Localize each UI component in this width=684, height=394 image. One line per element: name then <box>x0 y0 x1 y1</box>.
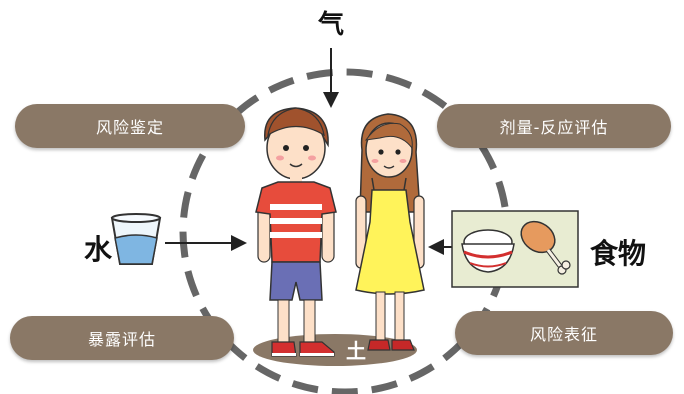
food-box-icon <box>451 210 579 288</box>
hazard-identification-label: 风险鉴定 <box>95 118 164 137</box>
food-label: 食物 <box>590 237 647 270</box>
risk-characterization-pill: 风险表征 <box>455 311 673 355</box>
girl-figure <box>355 113 425 351</box>
dose-response-pill: 剂量-反应评估 <box>437 104 671 148</box>
risk-characterization-label: 风险表征 <box>529 325 598 344</box>
water-label: 水 <box>84 233 113 266</box>
soil-label: 土 <box>346 339 366 363</box>
boy-figure <box>255 107 337 357</box>
hazard-identification-pill: 风险鉴定 <box>15 104 245 148</box>
exposure-assessment-label: 暴露评估 <box>87 330 156 349</box>
water-glass-icon <box>110 213 162 265</box>
dose-response-label: 剂量-反应评估 <box>499 118 609 137</box>
exposure-assessment-pill: 暴露评估 <box>10 316 234 360</box>
air-label: 气 <box>318 10 345 40</box>
